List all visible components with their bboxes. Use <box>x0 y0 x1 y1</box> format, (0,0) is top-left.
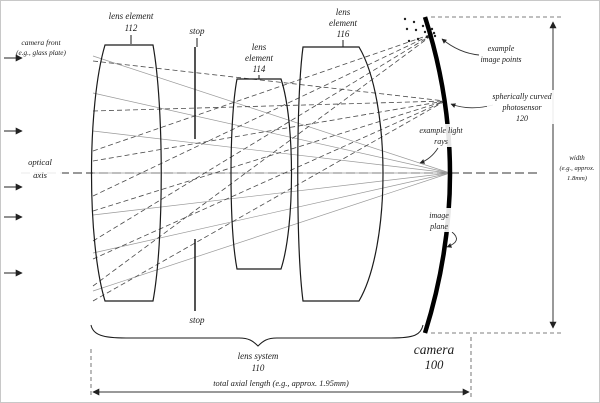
lens-116-ref: 116 <box>337 29 350 39</box>
width-label: width <box>569 154 585 162</box>
example-light-rays-dashed-top <box>92 32 436 287</box>
lens-112-label: lens element <box>109 11 154 21</box>
width-value: 1.8mm) <box>567 175 587 182</box>
light-rays-sublabel: rays <box>434 137 448 146</box>
incoming-light-arrows <box>4 54 23 277</box>
lens-116-label: lens <box>336 7 351 17</box>
width-sublabel: (e.g., approx. <box>559 165 594 172</box>
image-plane-label: image <box>429 211 449 220</box>
light-rays-label-bg <box>414 124 468 147</box>
lens-element-112-shape <box>90 44 162 302</box>
lens-element-114-shape <box>230 78 293 270</box>
stop-top-label: stop <box>189 26 205 36</box>
curved-photosensor-arc <box>422 16 453 334</box>
photosensor-leader-arrow <box>450 103 494 109</box>
image-points-label: example <box>488 44 515 53</box>
lens-system-label: lens system <box>238 351 279 361</box>
lens-114-label: lens <box>252 42 267 52</box>
photosensor-ref: 120 <box>516 114 528 123</box>
example-light-rays-gray <box>92 55 451 292</box>
camera-front-label: camera front <box>21 38 61 47</box>
photosensor-label: spherically curved <box>492 92 552 101</box>
light-rays-leader-arrow <box>419 147 439 164</box>
lens-system-brace <box>90 324 424 347</box>
lens-114-sublabel: element <box>245 53 273 63</box>
camera-ref: 100 <box>425 358 445 372</box>
example-image-point-dots <box>403 17 437 43</box>
lens-116-sublabel: element <box>329 18 357 28</box>
photosensor-label-bg <box>487 90 557 124</box>
total-axial-length-label: total axial length (e.g., approx. 1.95mm… <box>213 379 349 388</box>
optical-axis-label-bg <box>18 154 62 184</box>
image-points-leader-arrow <box>441 38 480 56</box>
optical-axis-sublabel: axis <box>33 170 47 180</box>
photosensor-sublabel: photosensor <box>501 103 542 112</box>
lens-element-116-shape <box>297 46 384 302</box>
example-light-rays-dashed-mid <box>92 60 446 302</box>
image-points-sublabel: image points <box>480 55 521 64</box>
stop-bottom-label: stop <box>189 315 205 325</box>
lens-system-ref: 110 <box>252 363 265 373</box>
lens-112-ref: 112 <box>125 23 138 33</box>
optical-axis-label: optical <box>28 157 52 167</box>
image-plane-label-bg <box>421 208 459 232</box>
camera-front-sublabel: (e.g., glass plate) <box>16 49 66 57</box>
camera-label: camera <box>414 342 455 357</box>
lens-114-ref: 114 <box>253 64 266 74</box>
image-plane-sublabel: plane <box>429 222 448 231</box>
image-plane-leader-arrow <box>446 231 457 248</box>
light-rays-label: example light <box>419 126 463 135</box>
